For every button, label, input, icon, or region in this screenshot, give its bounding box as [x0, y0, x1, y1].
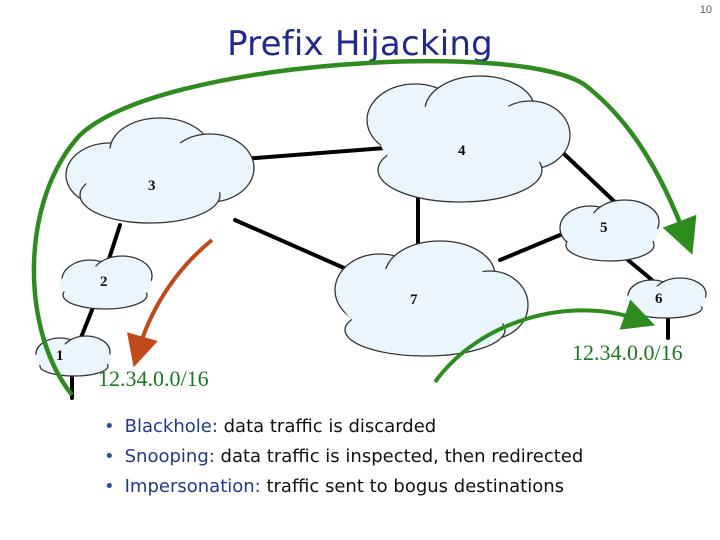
slide-title: Prefix Hijacking [227, 24, 493, 64]
legitimate-prefix-label: 12.34.0.0/16 [572, 340, 683, 365]
as-label-2: 2 [100, 274, 108, 290]
hijacked-prefix-label: 12.34.0.0/16 [98, 366, 209, 391]
as-cloud-3 [65, 117, 255, 224]
as-label-6: 6 [655, 291, 663, 307]
hijack-announcement-arrow [31, 59, 697, 397]
as-label-3: 3 [148, 178, 156, 194]
bullet-dot: • [104, 476, 115, 497]
bullet-term: Impersonation: [124, 476, 261, 497]
as-label-7: 7 [410, 292, 418, 308]
bullet-impersonation: • Impersonation: traffic sent to bogus de… [104, 472, 583, 502]
as-label-4: 4 [458, 143, 466, 159]
as-label-1: 1 [56, 348, 64, 364]
as-cloud-5 [559, 199, 660, 262]
link-7-5 [498, 228, 574, 262]
attack-types-list: • Blackhole: data traffic is discarded • S… [104, 412, 583, 502]
as-cloud-4 [366, 75, 571, 203]
link-3-7 [233, 218, 362, 277]
bullet-blackhole: • Blackhole: data traffic is discarded [104, 412, 583, 442]
as-cloud-6 [626, 277, 707, 319]
bullet-text: data traffic is inspected, then redirect… [214, 446, 584, 467]
bullet-dot: • [104, 446, 115, 467]
bullet-term: Blackhole: [124, 416, 218, 437]
as-clouds [35, 75, 707, 377]
link-3-2 [106, 223, 122, 264]
link-4-5 [558, 148, 620, 207]
bullet-term: Snooping: [124, 446, 215, 467]
as-links [70, 146, 670, 400]
bullet-dot: • [104, 416, 115, 437]
route-arrow-7-to-6 [433, 299, 656, 384]
as-cloud-2 [60, 255, 153, 310]
as-cloud-7 [334, 240, 529, 357]
redirect-arrow [127, 238, 214, 368]
slide-number: 10 [699, 4, 712, 16]
bullet-snooping: • Snooping: data traffic is inspected, th… [104, 442, 583, 472]
link-3-4 [228, 146, 387, 162]
bullet-text: data traffic is discarded [217, 416, 437, 437]
as-label-5: 5 [600, 220, 608, 236]
bullet-text: traffic sent to bogus destinations [260, 476, 565, 497]
